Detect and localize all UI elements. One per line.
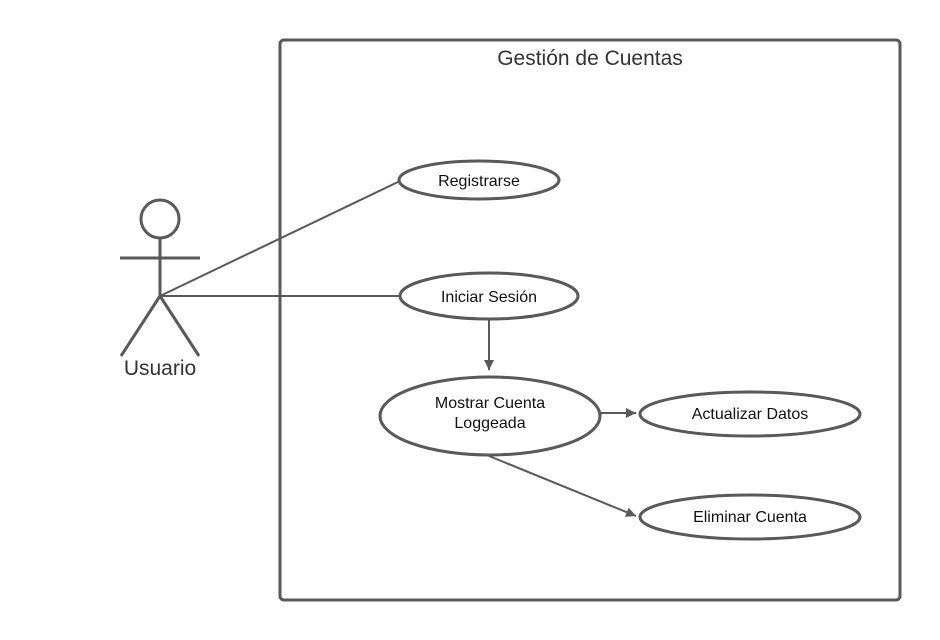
arrow-mostrar-to-eliminar bbox=[488, 455, 637, 517]
actor-label: Usuario bbox=[124, 357, 196, 380]
system-title: Gestión de Cuentas bbox=[497, 47, 683, 70]
actor-head bbox=[139, 198, 181, 240]
usecase-registrarse-shape bbox=[397, 159, 561, 201]
usecase-actualizar-datos-label: Actualizar Datos bbox=[692, 406, 809, 423]
usecase-mostrar-cuenta-label-line1: Mostrar Cuenta bbox=[435, 395, 545, 412]
usecase-actualizar-datos: Actualizar Datos bbox=[638, 390, 862, 438]
usecase-mostrar-cuenta: Mostrar Cuenta Loggeada bbox=[378, 375, 602, 457]
actor-usuario: Usuario bbox=[119, 198, 201, 380]
usecase-iniciar-sesion: Iniciar Sesión bbox=[398, 271, 580, 321]
usecase-mostrar-cuenta-label-line2: Loggeada bbox=[454, 415, 525, 432]
usecase-registrarse-label: Registrarse bbox=[438, 173, 520, 190]
actor-left-leg bbox=[119, 295, 162, 357]
usecase-registrarse: Registrarse bbox=[397, 159, 561, 201]
usecase-eliminar-cuenta: Eliminar Cuenta bbox=[638, 493, 862, 541]
usecase-iniciar-sesion-shape bbox=[398, 271, 580, 321]
usecase-mostrar-cuenta-shape bbox=[378, 375, 602, 457]
usecase-eliminar-cuenta-label: Eliminar Cuenta bbox=[693, 509, 807, 526]
usecase-iniciar-sesion-label: Iniciar Sesión bbox=[441, 289, 537, 306]
association-usuario-registrarse bbox=[159, 180, 401, 297]
system-boundary bbox=[278, 38, 902, 602]
usecase-eliminar-cuenta-shape bbox=[638, 493, 862, 541]
usecase-actualizar-datos-shape bbox=[638, 390, 862, 438]
actor-right-leg bbox=[158, 295, 201, 357]
